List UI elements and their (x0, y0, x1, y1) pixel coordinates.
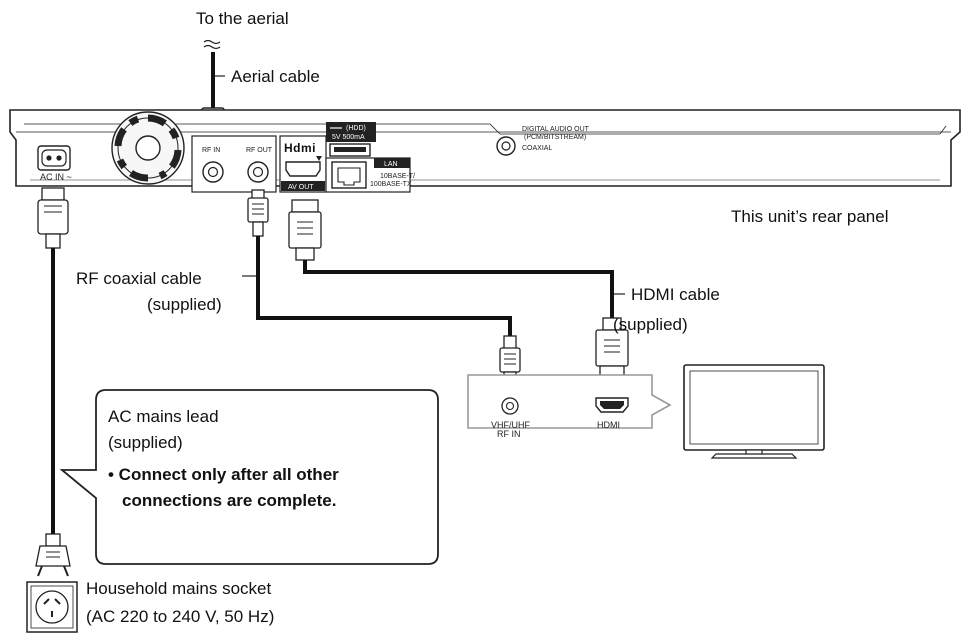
hdmi-cable-label-line2: (supplied) (613, 315, 688, 334)
usb-power-label: 5V 500mA (332, 134, 365, 141)
to-aerial-label: To the aerial (196, 9, 289, 28)
lan-label: LAN (384, 161, 398, 168)
ac-in-label: AC IN ~ (40, 172, 72, 182)
socket-label-line2: (AC 220 to 240 V, 50 Hz) (86, 607, 274, 626)
rf-coax-label-line1: RF coaxial cable (76, 269, 202, 288)
hdmi-cable: HDMI cable (supplied) (288, 199, 720, 381)
coaxial-label: COAXIAL (522, 145, 552, 152)
ac-in-port: AC IN ~ (37, 145, 72, 182)
fan-vent-icon (111, 111, 185, 185)
digital-audio-label1: DIGITAL AUDIO OUT (522, 126, 590, 133)
digital-audio-label2: (PCM/BITSTREAM) (524, 134, 586, 141)
tv-vhf-uhf-label2: RF IN (497, 429, 521, 439)
hdmi-cable-label-line1: HDMI cable (631, 285, 720, 304)
rf-port-block: RF IN RF OUT (191, 135, 277, 193)
hdmi-logo-label: Hdmi (284, 141, 316, 155)
usb-hdd-label: (HDD) (346, 125, 366, 132)
ac-lead-label-line2: (supplied) (108, 433, 183, 452)
tv-vhf-uhf-label1: VHF/UHF (491, 420, 530, 430)
lan-spec-line1: 10BASE-T/ (380, 173, 415, 180)
unit-rear-panel: AC IN ~ RF IN RF OUT Hdmi (9, 109, 961, 226)
tv-input-panel: VHF/UHF RF IN HDMI (467, 374, 672, 439)
mains-socket-icon (26, 581, 78, 633)
aerial-cable-label: Aerial cable (231, 67, 320, 86)
socket-label-line1: Household mains socket (86, 579, 271, 598)
rf-in-label: RF IN (202, 147, 220, 154)
rf-out-label: RF OUT (246, 147, 273, 154)
aerial-wave-icon (203, 39, 221, 50)
television-icon (683, 364, 825, 459)
usb-lan-block: (HDD) 5V 500mA LAN 10BASE-T/ 100BASE-TX (325, 122, 415, 193)
rear-panel-label: This unit’s rear panel (731, 207, 889, 226)
ac-lead-label-line1: AC mains lead (108, 407, 219, 426)
lan-spec-line2: 100BASE-TX (370, 181, 412, 188)
ac-mains-lead (35, 187, 71, 577)
ac-note-line2: connections are complete. (122, 491, 336, 510)
rf-coax-label-line2: (supplied) (147, 295, 222, 314)
av-out-label: AV OUT (288, 184, 314, 191)
rf-coax-cable: RF coaxial cable (supplied) (76, 189, 521, 385)
tv-hdmi-label: HDMI (597, 420, 620, 430)
ac-note-line1: • Connect only after all other (108, 465, 339, 484)
ac-lead-callout: AC mains lead (supplied) • Connect only … (59, 389, 439, 565)
mains-plug (35, 545, 71, 567)
digital-audio-out-port: DIGITAL AUDIO OUT (PCM/BITSTREAM) COAXIA… (496, 126, 590, 156)
hdmi-out-port: Hdmi AV OUT (279, 135, 327, 193)
